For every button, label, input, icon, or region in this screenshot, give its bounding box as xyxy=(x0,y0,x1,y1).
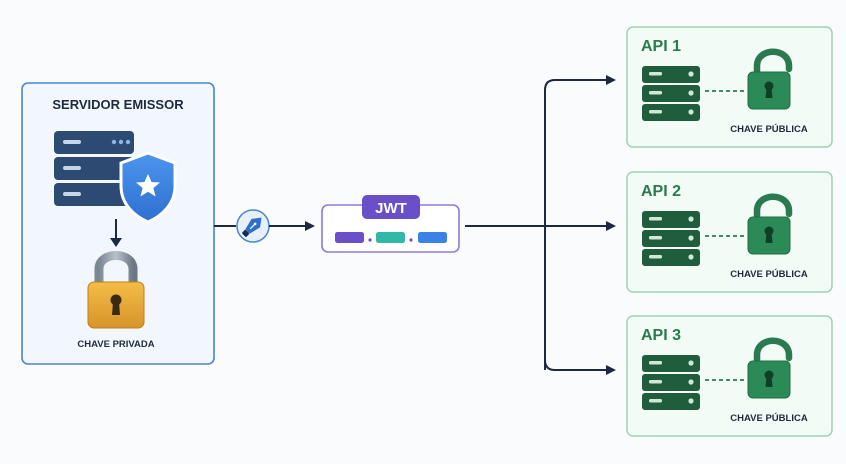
open-padlock-icon xyxy=(747,193,793,255)
private-key-label: CHAVE PRIVADA xyxy=(77,339,154,350)
jwt-label: JWT xyxy=(375,200,407,217)
issuer-panel: SERVIDOR EMISSOR xyxy=(21,82,215,365)
public-key-label: CHAVE PÚBLICA xyxy=(730,123,808,135)
open-padlock-icon xyxy=(747,48,793,110)
open-padlock-icon xyxy=(747,337,793,399)
server-icon xyxy=(642,66,700,121)
api-panel: API 3 CHAVE PÚBLICA xyxy=(626,315,833,437)
public-key-label: CHAVE PÚBLICA xyxy=(730,268,808,280)
api-panel: API 2 CHAVE PÚBLICA xyxy=(626,171,833,293)
sign-flow xyxy=(214,209,315,243)
api-panel: API 1 CHAVE PÚBLICA xyxy=(626,26,833,148)
server-icon xyxy=(642,355,700,410)
jwt-dot-separator xyxy=(409,238,413,242)
down-arrow xyxy=(110,219,122,247)
jwt-badge xyxy=(362,195,420,219)
public-key-label: CHAVE PÚBLICA xyxy=(730,412,808,424)
server-icon xyxy=(54,131,134,206)
distribution-arrows xyxy=(465,75,616,375)
pen-nib-icon xyxy=(236,209,270,243)
server-icon xyxy=(642,211,700,266)
shield-star-icon xyxy=(119,151,177,224)
jwt-signature-segment xyxy=(418,232,447,243)
issuer-title: SERVIDOR EMISSOR xyxy=(52,97,184,112)
jwt-token: JWT xyxy=(321,195,460,253)
api-title: API 1 xyxy=(641,38,681,55)
jwt-payload-segment xyxy=(376,232,405,243)
api-title: API 3 xyxy=(641,327,681,344)
api-title: API 2 xyxy=(641,183,681,200)
jwt-header-segment xyxy=(335,232,364,243)
closed-padlock-icon xyxy=(87,251,145,329)
jwt-dot-separator xyxy=(368,238,372,242)
